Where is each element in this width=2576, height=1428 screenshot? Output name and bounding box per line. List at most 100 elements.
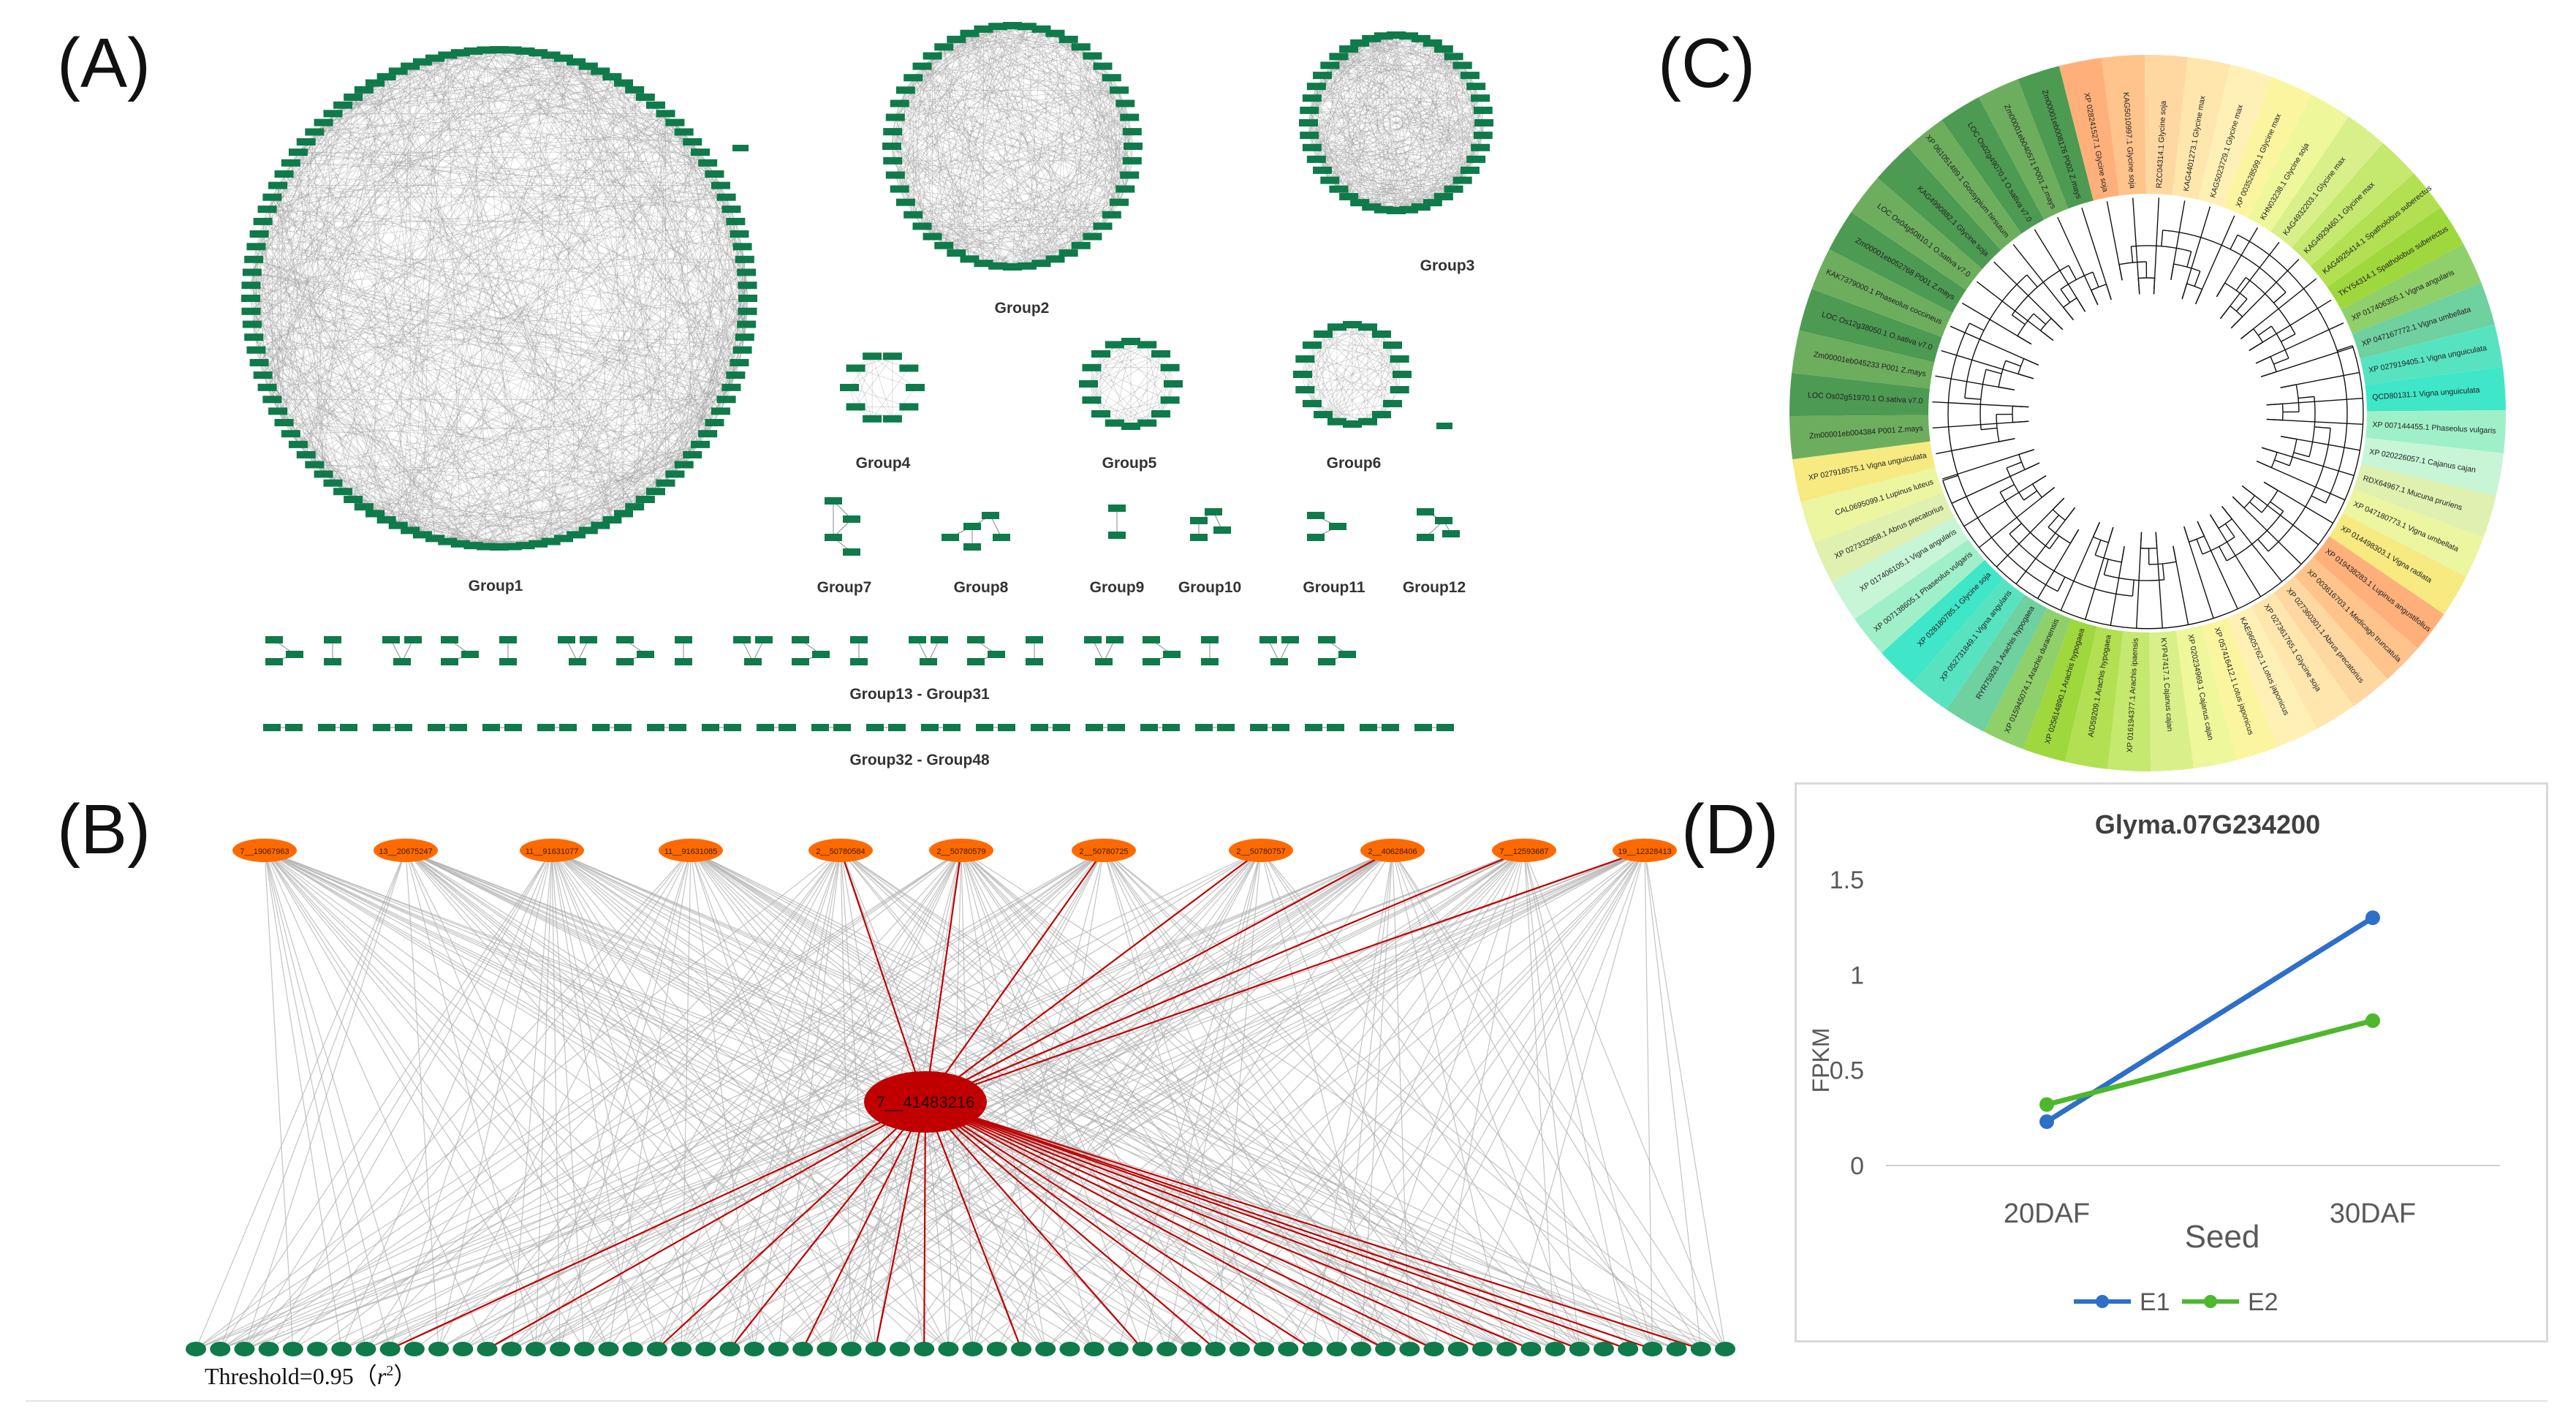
group1-edge (323, 122, 745, 260)
group2-edge (922, 226, 999, 267)
x-axis-label: Seed (2185, 1219, 2260, 1255)
group1-edge (422, 61, 624, 83)
group2-edge (891, 146, 1093, 237)
group1-edge (250, 151, 701, 299)
legend-marker-e1 (2096, 1295, 2109, 1308)
group1-edge (525, 50, 624, 514)
group2-edge (895, 39, 1069, 175)
group1-edge (342, 387, 732, 492)
group1-edge (251, 185, 721, 273)
group1-edge (398, 71, 743, 247)
group1-edge (655, 113, 666, 492)
group1-edge (675, 209, 732, 475)
group2-edge (983, 29, 1130, 118)
group1-edge (256, 132, 684, 350)
group1-edge (306, 141, 513, 547)
group1-edge (473, 454, 693, 546)
group1-edge (277, 185, 675, 475)
group2-edge (891, 33, 970, 147)
group1-edge (254, 336, 635, 507)
group2-edge (997, 103, 1126, 266)
group1-edge (267, 122, 675, 210)
group1-edge (343, 97, 645, 106)
group1-edge (298, 151, 708, 164)
group1-edge (537, 259, 746, 544)
group1-edge (550, 55, 708, 434)
group2-edge (956, 39, 1081, 48)
group1-edge (575, 61, 727, 400)
group1-edge (259, 362, 601, 526)
group1-edge (272, 197, 411, 531)
group1-edge (683, 285, 748, 465)
group1-edge (256, 151, 701, 247)
group1-edge (254, 259, 727, 400)
group1-edge (537, 53, 551, 542)
group1-edge (645, 337, 746, 500)
group1-edge (386, 77, 436, 539)
group1-edge (298, 152, 324, 475)
group1-edge (256, 50, 487, 350)
group2-edge (895, 90, 1120, 118)
group2-edge (1026, 26, 1130, 118)
group1-edge (634, 89, 656, 492)
group1-edge (525, 50, 721, 186)
group1-edge (342, 454, 693, 492)
group2-edge (944, 245, 1069, 254)
group2-edge (922, 78, 1112, 227)
group1-edge (272, 61, 577, 197)
panel-label-c: (C) (1658, 24, 1756, 102)
group2-edge (899, 103, 1130, 118)
group1-edge (537, 66, 589, 544)
group1-edge (272, 197, 551, 542)
group1-edge (262, 185, 721, 376)
group1-edge (665, 285, 748, 483)
group1-edge (692, 259, 746, 456)
group1-edge (306, 141, 727, 198)
group2-edge (997, 29, 1042, 266)
group1-edge (645, 197, 727, 500)
group1-edge (460, 52, 740, 235)
group1-edge (262, 55, 448, 376)
group1-edge (298, 83, 624, 153)
group1-edge (374, 233, 740, 514)
bottom-divider (26, 1400, 2547, 1402)
group2-edge (1068, 78, 1113, 254)
group2-edge (944, 189, 1126, 246)
group1-edge (525, 483, 666, 546)
group3-edge (1311, 135, 1483, 148)
group1-edge (272, 173, 715, 400)
group1-edge (267, 208, 743, 247)
group1-edge (550, 58, 564, 542)
group1-edge (422, 233, 740, 535)
group1-edge (314, 122, 675, 465)
group2-edge (997, 26, 1082, 246)
group2-edge (1026, 26, 1103, 67)
group2-edge (891, 33, 1056, 147)
group1-edge (251, 173, 715, 325)
y-tick-label: 1 (1850, 962, 1864, 989)
group2-edge (1055, 33, 1069, 254)
group2-edge (893, 160, 1126, 189)
group1-edge (353, 272, 747, 500)
group2-edge (913, 77, 1130, 118)
group1-edge (525, 50, 732, 210)
group1-edge (256, 55, 448, 247)
group1-edge (306, 141, 500, 548)
group1-edge (434, 58, 539, 544)
group2-edge (932, 26, 1027, 56)
group1-edge (254, 259, 715, 423)
group1-edge (538, 52, 693, 143)
group2-edge (893, 131, 1056, 260)
group1-edge (262, 52, 539, 222)
group2-edge (969, 189, 1126, 260)
group1-edge (386, 76, 564, 539)
series-point-e2 (2039, 1097, 2054, 1112)
group2-edge (983, 29, 1082, 246)
group2-edge (969, 33, 1126, 104)
group1-edge (250, 61, 577, 299)
group1-edge (277, 185, 333, 483)
group1-edge (352, 50, 487, 500)
group1-edge (422, 61, 613, 78)
group2-edge (943, 26, 1028, 246)
group1-edge (251, 71, 601, 286)
